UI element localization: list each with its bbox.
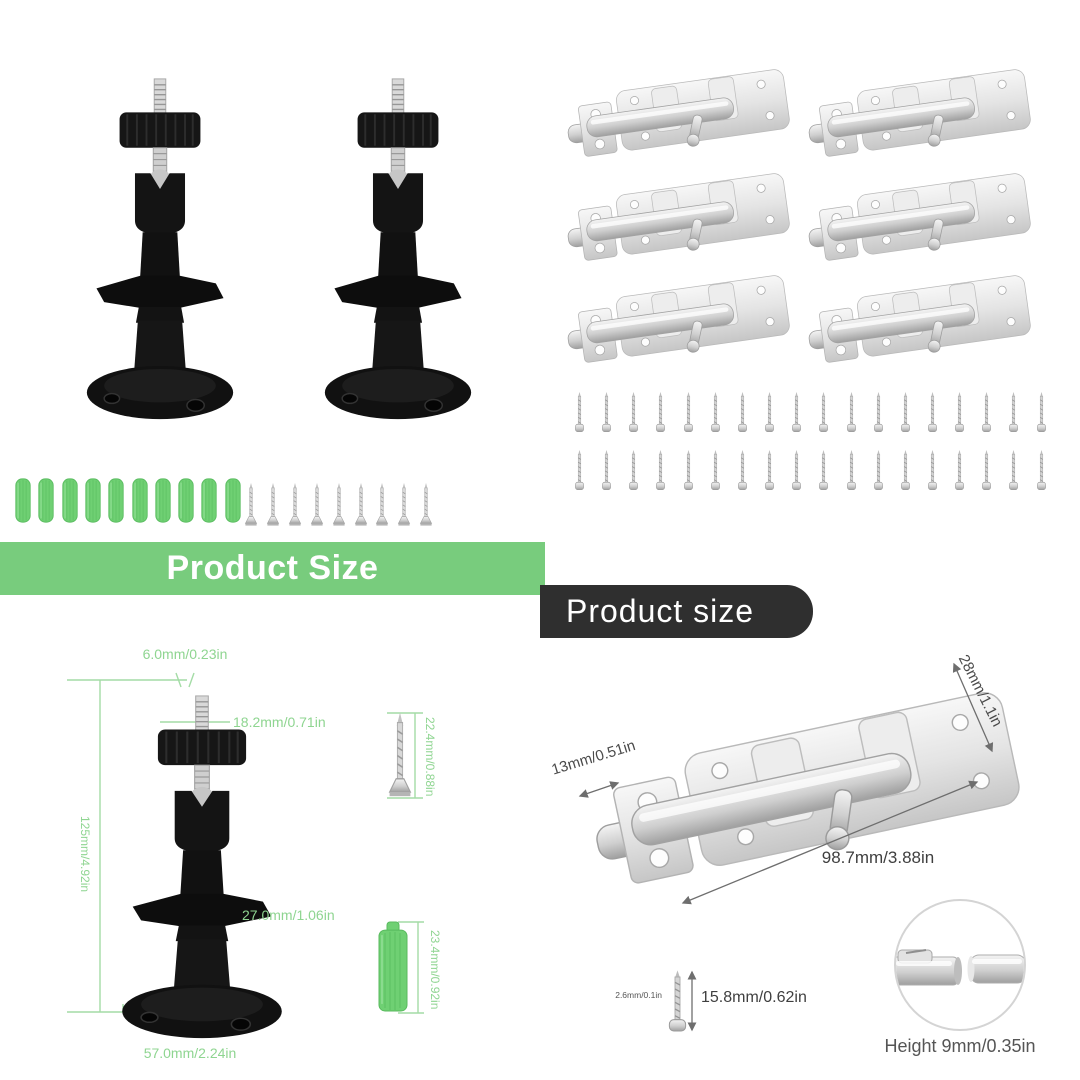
bolt-screw	[819, 449, 829, 491]
bolt-screw	[846, 449, 856, 491]
bolt-screw	[683, 449, 693, 491]
bolt-screw	[656, 391, 666, 433]
bolt-screw	[1009, 391, 1019, 433]
bolt-closeup-art	[896, 949, 1024, 986]
bolt-screw	[819, 391, 829, 433]
bolt-screw	[954, 391, 965, 433]
wall-anchor-diagram	[378, 921, 408, 1012]
dim-base-label: 57.0mm/2.24in	[143, 1045, 237, 1061]
bolt-screw	[792, 449, 802, 491]
panel-bolt-size: Product size 28mm/1.1in 13mm/0.51in 98.7…	[540, 540, 1080, 1080]
bolt-screw	[737, 449, 748, 491]
camera-mount-diagram	[121, 694, 283, 1040]
bolt-screw	[982, 449, 992, 491]
mounting-screw	[310, 482, 323, 526]
dim-screw-length-label: 15.8mm/0.62in	[701, 989, 807, 1006]
bolt-screw	[1036, 391, 1046, 433]
bolt-screw	[764, 391, 775, 433]
wall-anchor	[224, 478, 241, 523]
dim-height-label: 125mm/4.92in	[78, 816, 92, 893]
mounting-screw	[288, 482, 301, 526]
dim-detail-label: Height 9mm/0.35in	[884, 1036, 1036, 1056]
bolt-screw	[954, 449, 965, 491]
barrel-bolt	[804, 172, 1033, 270]
panel-mounts-photo	[0, 0, 540, 540]
bolt-screw	[1036, 449, 1046, 491]
bolt-screw	[629, 391, 639, 433]
dim-screw-label: 22.4mm/0.88in	[423, 717, 437, 797]
bolt-screw	[710, 449, 720, 491]
dim-knob-label: 18.2mm/0.71in	[233, 714, 326, 730]
barrel-bolt	[804, 68, 1033, 166]
bolt-screw	[574, 391, 585, 433]
mounting-screw	[354, 482, 367, 526]
bolt-screw	[873, 391, 883, 433]
dim-screw-diameter-label: 2.6mm/0.1in	[615, 990, 662, 1000]
barrel-bolt	[563, 172, 792, 270]
bolt-screw	[900, 391, 910, 433]
wall-anchor	[38, 478, 55, 523]
bolt-closeup-circle	[894, 899, 1026, 1031]
dim-length-label: 98.7mm/3.88in	[821, 848, 935, 867]
dim-tip-label: 6.0mm/0.23in	[142, 646, 228, 662]
bolt-screw	[792, 391, 802, 433]
banner-label: Product Size	[166, 549, 379, 587]
bolt-screw	[873, 449, 883, 491]
product-size-banner: Product Size	[0, 542, 545, 595]
mounting-screw	[376, 482, 389, 526]
dimension-arrows	[578, 662, 994, 1032]
bolt-screw	[1009, 449, 1019, 491]
mounting-screw	[398, 482, 411, 526]
mounting-screw-diagram	[388, 711, 412, 798]
bolt-screw	[710, 391, 720, 433]
bolt-screw	[601, 449, 612, 491]
mounting-screw	[244, 482, 258, 526]
bolt-screw	[656, 449, 666, 491]
camera-mount	[323, 77, 473, 421]
bolt-screw	[601, 391, 612, 433]
dim-anchor-label: 23.4mm/0.92in	[428, 930, 442, 1010]
wall-anchor	[108, 478, 125, 523]
banner-label: Product size	[566, 593, 755, 629]
bolt-screw	[927, 449, 938, 491]
barrel-bolt	[563, 274, 792, 372]
bolt-screw	[846, 391, 856, 433]
mounting-screw	[266, 482, 279, 526]
panel-bolts-photo	[540, 0, 1080, 540]
bolt-screw	[629, 449, 639, 491]
bolt-screw	[927, 391, 938, 433]
mounting-screw	[420, 482, 433, 526]
dim-body-label: 27.0mm/1.06in	[242, 907, 335, 923]
barrel-bolt	[563, 68, 792, 166]
product-size-banner-dark: Product size	[540, 585, 813, 638]
wall-anchor	[131, 478, 148, 523]
mounting-screw	[332, 482, 345, 526]
bolt-screw	[982, 391, 992, 433]
wall-anchor	[201, 478, 218, 523]
bolt-screw	[900, 449, 910, 491]
wall-anchor	[85, 478, 101, 523]
bolt-screw	[683, 391, 693, 433]
panel-mount-size: Product Size 6.0mm/0.23in 18.2mm/0.71in …	[0, 540, 545, 1080]
small-screw-diagram	[668, 969, 687, 1032]
barrel-bolt	[804, 274, 1033, 372]
wall-anchor	[178, 478, 194, 523]
wall-anchor	[154, 478, 171, 523]
wall-anchor	[61, 478, 78, 523]
bolt-screw	[764, 449, 775, 491]
bolt-screw	[737, 391, 748, 433]
camera-mount	[85, 77, 235, 421]
bolt-screw	[574, 449, 585, 491]
wall-anchor	[15, 478, 31, 523]
